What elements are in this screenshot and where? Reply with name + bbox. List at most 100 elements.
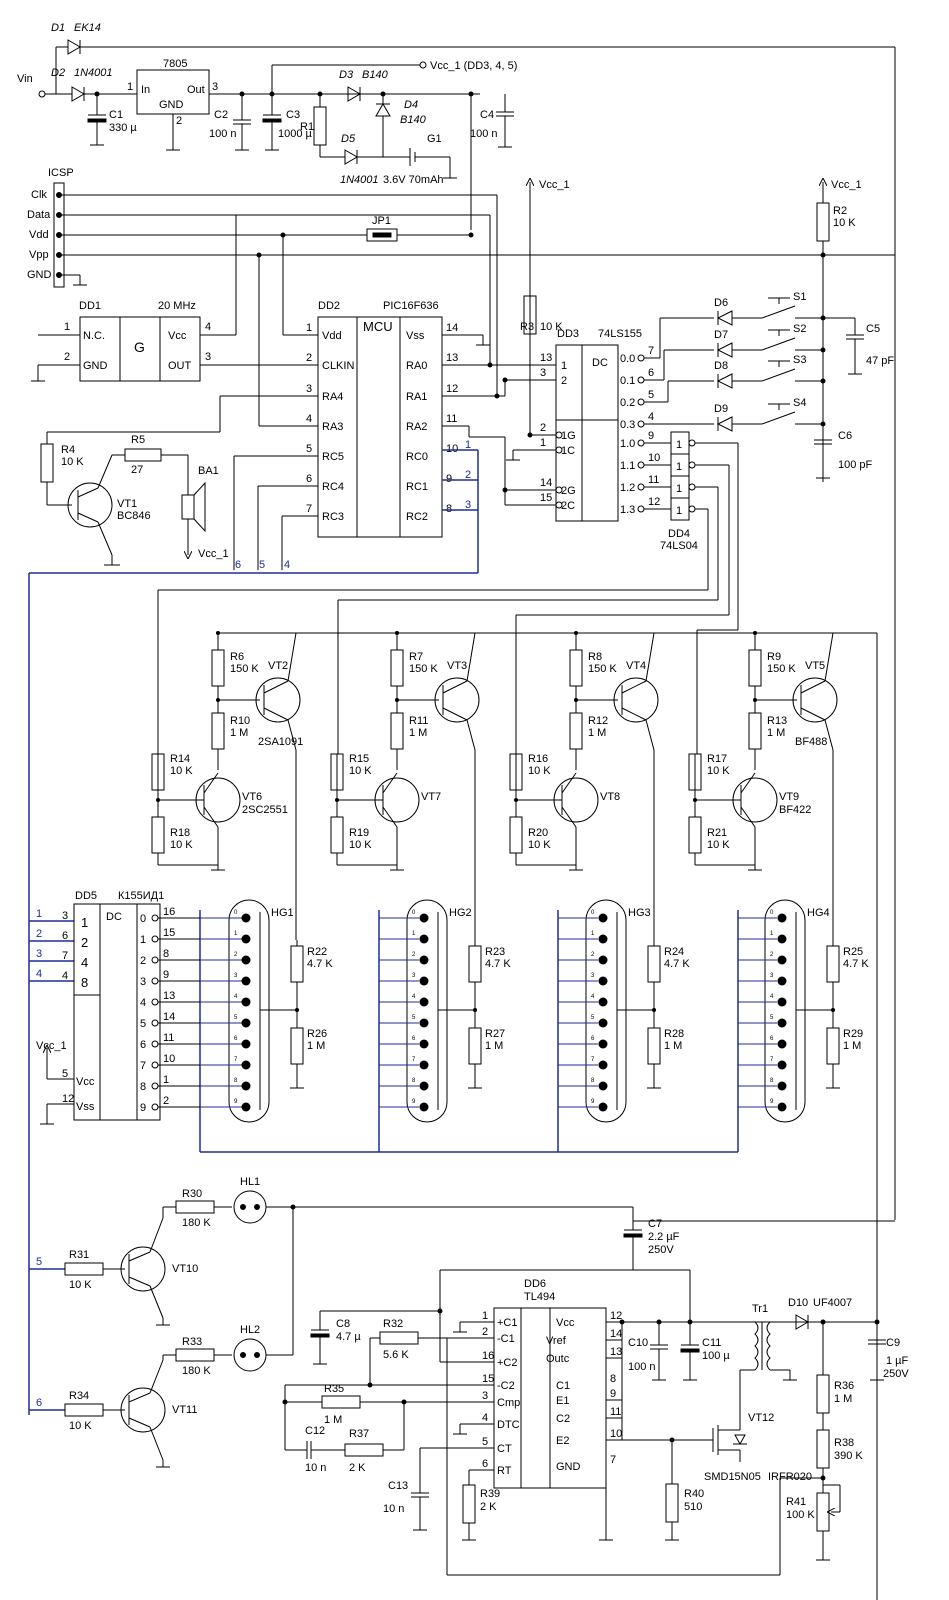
- dd6-pwm: [282, 1269, 886, 1576]
- dd3-in-name-1: 1: [561, 360, 567, 372]
- dd4-gate-3: 1: [676, 483, 682, 495]
- buzzer-vcc: Vcc_1: [198, 548, 229, 560]
- dd6-left-pin-2: 2: [482, 1326, 488, 1338]
- tube-1-digit-1: 1: [234, 931, 238, 937]
- dd5-labels: DD5 К155ИД1 DC Vcc_1: [36, 890, 164, 1052]
- key-switch-4: S4: [793, 397, 806, 409]
- tube-3-digit-9: 9: [591, 1099, 595, 1105]
- dd5-out-name-7: 7: [140, 1060, 146, 1072]
- tube-3-rb-label: R28: [664, 1028, 684, 1040]
- key-switch-2: S2: [793, 323, 806, 335]
- tube-3-digit-8: 8: [591, 1078, 595, 1084]
- power-labels: Vin D1 EK14 D2 1N4001 7805 In GND Out 1 …: [17, 22, 517, 186]
- r35-label: R35: [324, 1383, 344, 1395]
- dd3-out-bubble: [637, 483, 645, 491]
- key-diode-symbol: [716, 342, 733, 358]
- tube-cathode: [419, 1018, 429, 1028]
- tube-2-ra-val: 4.7 K: [485, 958, 511, 970]
- tube-cathode: [419, 934, 429, 944]
- dd5-out-pin-9: 2: [163, 1095, 169, 1107]
- neon-labels: R30 180 K HL1 R31 10 K VT10 R33 180 K HL…: [69, 1176, 680, 1432]
- dd2-left-name-rc3: RC3: [322, 511, 344, 523]
- tube-4-rb-label: R29: [843, 1028, 863, 1040]
- dd5-out-pin-1: 15: [163, 927, 175, 939]
- dd2-right-pin-vss: 14: [446, 322, 458, 334]
- reg-pin3: 3: [212, 81, 218, 93]
- driver-4-rmid-val: 1 M: [767, 727, 785, 739]
- key-diode-symbol: [716, 373, 733, 389]
- dd3-in-name-2: 2: [561, 375, 567, 387]
- c10-label: C10: [628, 1337, 648, 1349]
- dd5-out-pin-7: 10: [163, 1053, 175, 1065]
- key-diode-1: D6: [714, 297, 728, 309]
- tube-4-name: HG4: [807, 907, 830, 919]
- tube-4-digit-3: 3: [770, 973, 774, 979]
- c1-label: C1: [109, 109, 123, 121]
- d10-part: UF4007: [813, 1297, 852, 1309]
- driver-3-rmid-label: R12: [588, 715, 608, 727]
- dd6-right-name-8: GND: [556, 1461, 581, 1473]
- dd6-right-name-3: Outc: [546, 1353, 570, 1365]
- dd5-name: DD5: [75, 890, 97, 902]
- key-switch-3: S3: [793, 354, 806, 366]
- dd2-left-pin-rc4: 6: [306, 473, 312, 485]
- driver-2-remit-label: R19: [349, 827, 369, 839]
- d10-label: D10: [788, 1297, 808, 1309]
- dd6-left-name-3: +C2: [497, 1357, 518, 1369]
- c9-label: C9: [886, 1337, 900, 1349]
- driver-2-rtop-label: R7: [409, 651, 423, 663]
- hl1-label: HL1: [240, 1176, 260, 1188]
- dd5-in-name-2: 2: [81, 935, 88, 950]
- dd6-left-name-2: -C1: [497, 1333, 515, 1345]
- tube-2-rb-label: R27: [485, 1028, 505, 1040]
- driver-4-rmid-label: R13: [767, 715, 787, 727]
- dd1-labels: DD1 20 MHz G N.C. GND Vcc OUT 1 2 4 3: [64, 300, 211, 372]
- bus-label-left-1: 1: [36, 908, 42, 920]
- c7-label: C7: [648, 1218, 662, 1230]
- dd6-left-pin-8: 6: [482, 1458, 488, 1470]
- tube-3-ra-label: R24: [664, 946, 684, 958]
- bus-label-left-3: 3: [36, 948, 42, 960]
- tube-2-digit-1: 1: [412, 931, 416, 937]
- keys-vcc: Vcc_1: [831, 179, 862, 191]
- c2-val: 100 n: [209, 128, 237, 140]
- driver-4-rtop-label: R9: [767, 651, 781, 663]
- tube-cathode: [419, 976, 429, 986]
- tube-3-digit-2: 2: [591, 952, 595, 958]
- dd4-gate-1: 1: [676, 439, 682, 451]
- vt1-label: VT1: [117, 498, 137, 510]
- reg-gnd: GND: [159, 99, 184, 111]
- driver-1-rbase-label: R14: [170, 753, 190, 765]
- driver-3-rtop-label: R8: [588, 651, 602, 663]
- tube-1-rb-label: R26: [307, 1028, 327, 1040]
- d2-label: D2: [51, 67, 65, 79]
- r36-label: R36: [834, 1380, 854, 1392]
- dd3-out-name-1-1: 1.1: [620, 460, 635, 472]
- tube-cathode: [419, 1102, 429, 1112]
- tube-cathode: [777, 1018, 787, 1028]
- dd5-out-pin-2: 8: [163, 948, 169, 960]
- driver-3-rtop-val: 150 K: [588, 663, 617, 675]
- dd2-part: PIC16F636: [383, 300, 439, 312]
- tube-cathode: [241, 1060, 251, 1070]
- dd4-name: DD4: [668, 528, 690, 540]
- dd2-right-name-vss: Vss: [406, 330, 425, 342]
- tube-3-rb-val: 1 M: [664, 1040, 682, 1052]
- reg-out: Out: [187, 84, 205, 96]
- dd6-right-name-4: C1: [556, 1380, 570, 1392]
- c6-label: C6: [838, 430, 852, 442]
- r1-label: R1: [300, 121, 314, 133]
- c11-val: 100 µ: [702, 1350, 730, 1362]
- tube-3-digit-6: 6: [591, 1036, 595, 1042]
- dd6-left-pin-7: 5: [482, 1436, 488, 1448]
- driver-4-remit-label: R21: [707, 827, 727, 839]
- dd6-left-name-1: +C1: [497, 1317, 518, 1329]
- dd3-out-bubble: [637, 461, 645, 469]
- dd1-p3: 3: [205, 351, 211, 363]
- tube-2-name: HG2: [449, 907, 472, 919]
- tube-cathode: [598, 997, 608, 1007]
